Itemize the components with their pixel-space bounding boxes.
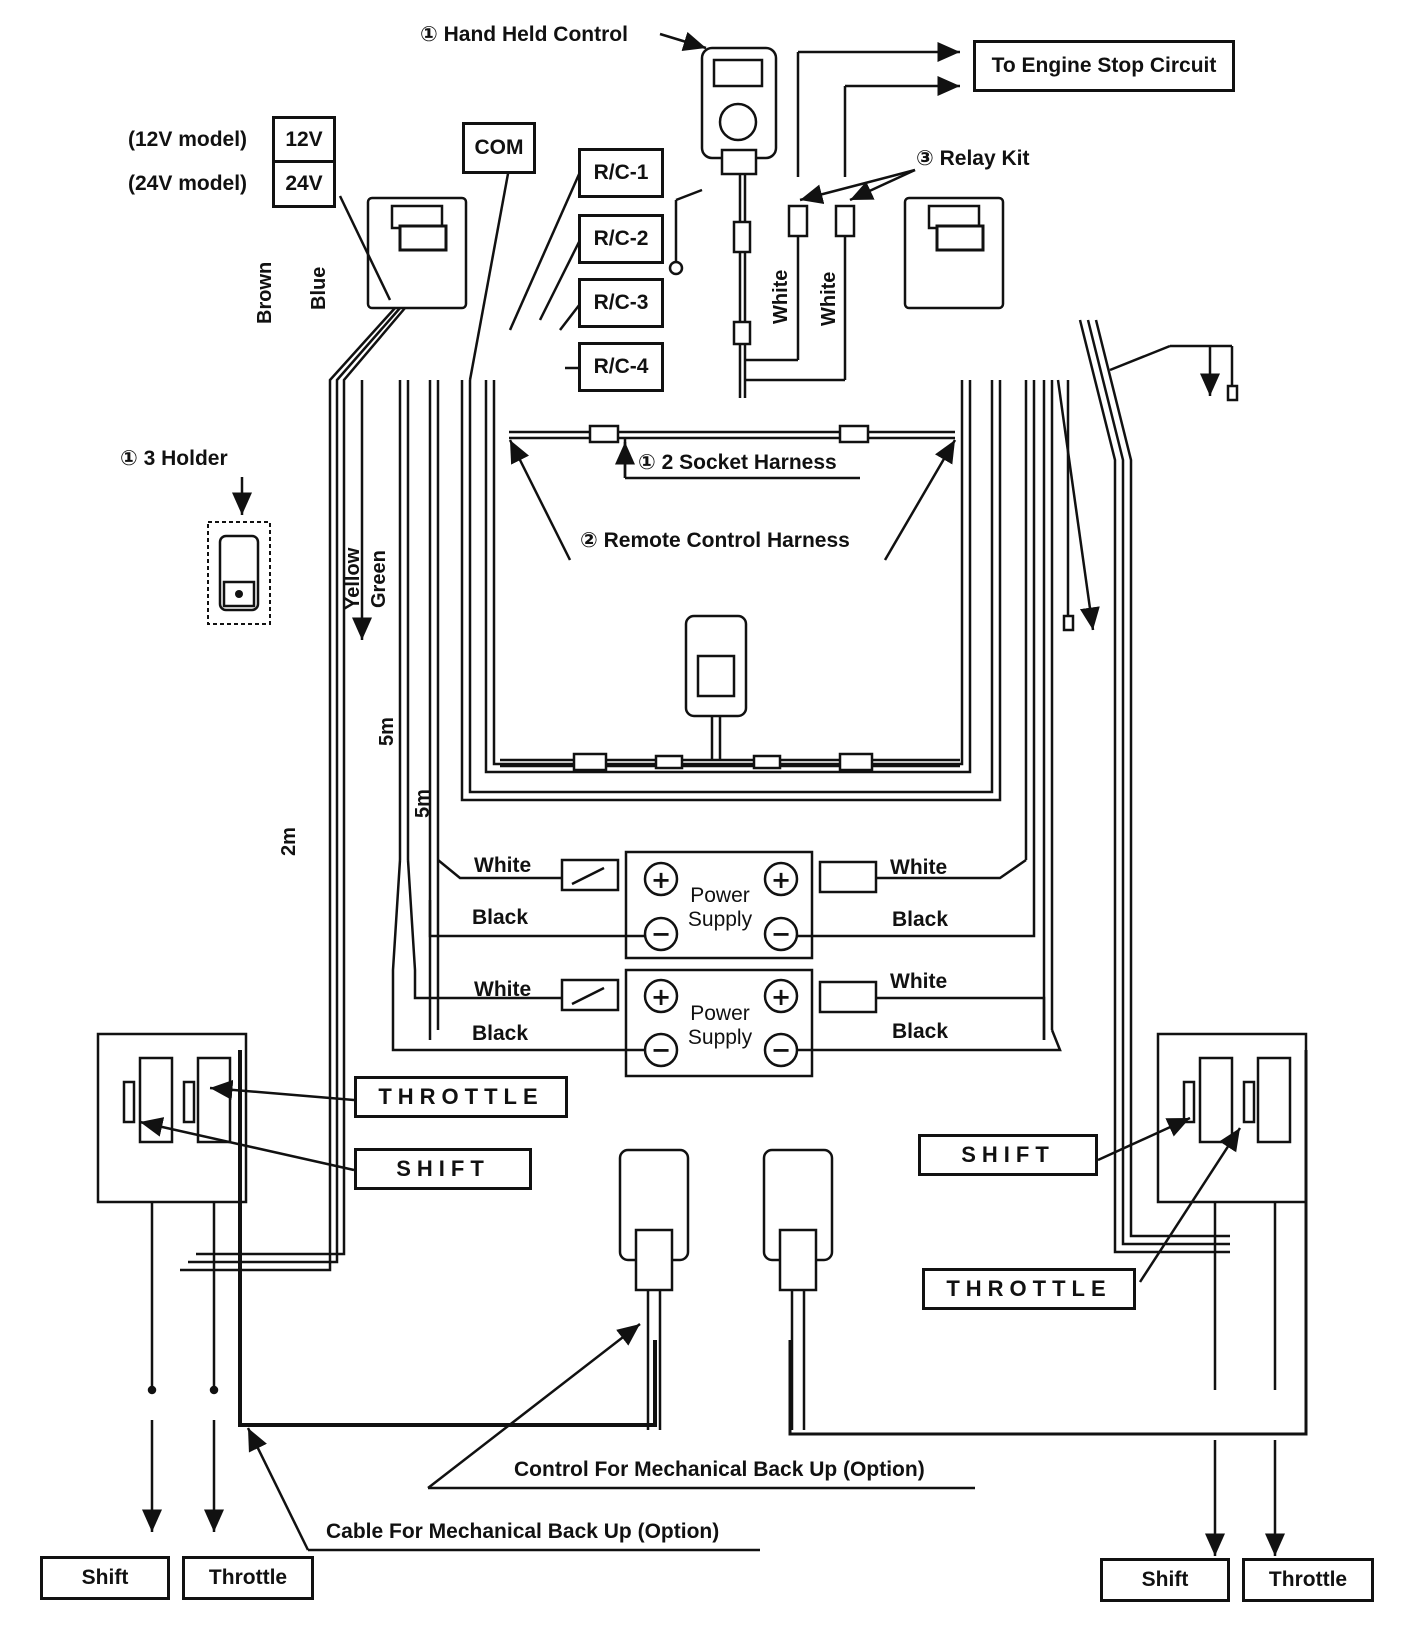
relay-kit-label: ③ Relay Kit	[916, 147, 1030, 170]
right-controller-unit	[903, 196, 1005, 310]
length-2m-label: 2m	[278, 827, 300, 856]
holder-label: ① 3 Holder	[120, 447, 228, 470]
power-supply-2-title: Power	[690, 1002, 750, 1025]
svg-text:−: −	[651, 920, 671, 948]
socket-harness-lines	[508, 424, 957, 561]
model-24v-label: (24V model)	[128, 172, 248, 195]
hand-held-control-label: ① Hand Held Control	[420, 23, 628, 46]
ps2-left-white: White	[474, 978, 532, 1001]
socket-harness-label: ① 2 Socket Harness	[638, 451, 837, 474]
holder-dashed-box	[207, 521, 271, 625]
ps1-left-black: Black	[472, 906, 529, 929]
rc3-box: R/C-3	[578, 278, 664, 328]
backup-control-left	[618, 1148, 690, 1430]
shift-output-right: Shift	[1100, 1558, 1230, 1602]
relay-kit-units	[745, 42, 960, 382]
left-wire-bundle	[180, 307, 1002, 1272]
left-actuator-unit	[96, 1032, 657, 1532]
engine-stop-circuit-box: To Engine Stop Circuit	[973, 40, 1235, 92]
hand-held-control-device	[668, 46, 778, 398]
remote-control-harness-label: ② Remote Control Harness	[580, 529, 850, 552]
brown-wire-label: Brown	[254, 261, 276, 324]
power-supply-1-subtitle: Supply	[687, 908, 753, 931]
shift-output-left: Shift	[40, 1556, 170, 1600]
svg-text:−: −	[771, 1036, 791, 1064]
power-supply-1	[624, 850, 814, 960]
power-supply-1-text: Power Supply	[680, 884, 760, 932]
com-box: COM	[462, 122, 536, 174]
ps1-right-black: Black	[892, 908, 949, 931]
svg-text:+: +	[771, 983, 791, 1011]
ps2-left-black: Black	[472, 1022, 529, 1045]
yellow-wire-label: Yellow	[342, 547, 364, 610]
left-controller-unit	[366, 196, 468, 310]
svg-text:−: −	[651, 1036, 671, 1064]
voltage-24v-box: 24V	[272, 160, 336, 208]
remote-control-center	[500, 614, 960, 772]
shift-box-right: SHIFT	[918, 1134, 1098, 1176]
ps2-right-black: Black	[892, 1020, 949, 1043]
ps2-right-white: White	[890, 970, 948, 993]
control-backup-label: Control For Mechanical Back Up (Option)	[514, 1458, 925, 1481]
white-wire-label-left: White	[770, 269, 792, 324]
svg-text:+: +	[771, 866, 791, 894]
rc4-box: R/C-4	[578, 342, 664, 392]
svg-text:+: +	[651, 866, 671, 894]
ps1-left-white: White	[474, 854, 532, 877]
blue-wire-label: Blue	[308, 266, 330, 310]
svg-text:−: −	[771, 920, 791, 948]
ps1-right-white: White	[890, 856, 948, 879]
throttle-output-left: Throttle	[182, 1556, 314, 1600]
right-wire-bundle	[1024, 319, 1239, 1254]
rc2-box: R/C-2	[578, 214, 664, 264]
power-supply-1-title: Power	[690, 884, 750, 907]
white-wire-label-right: White	[818, 271, 840, 326]
shift-box-left: SHIFT	[354, 1148, 532, 1190]
power-supply-2-subtitle: Supply	[687, 1026, 753, 1049]
backup-control-right	[762, 1148, 834, 1430]
model-12v-label: (12V model)	[128, 128, 248, 151]
throttle-box-left: THROTTLE	[354, 1076, 568, 1118]
length-5m-label-b: 5m	[412, 789, 434, 818]
svg-text:+: +	[651, 983, 671, 1011]
length-5m-label-a: 5m	[376, 717, 398, 746]
rc1-box: R/C-1	[578, 148, 664, 198]
green-wire-label: Green	[368, 550, 390, 608]
throttle-box-right: THROTTLE	[922, 1268, 1136, 1310]
voltage-12v-box: 12V	[272, 116, 336, 164]
power-supply-2-text: Power Supply	[680, 1002, 760, 1050]
cable-backup-label: Cable For Mechanical Back Up (Option)	[326, 1520, 720, 1543]
throttle-output-right: Throttle	[1242, 1558, 1374, 1602]
power-supply-2	[624, 968, 814, 1078]
